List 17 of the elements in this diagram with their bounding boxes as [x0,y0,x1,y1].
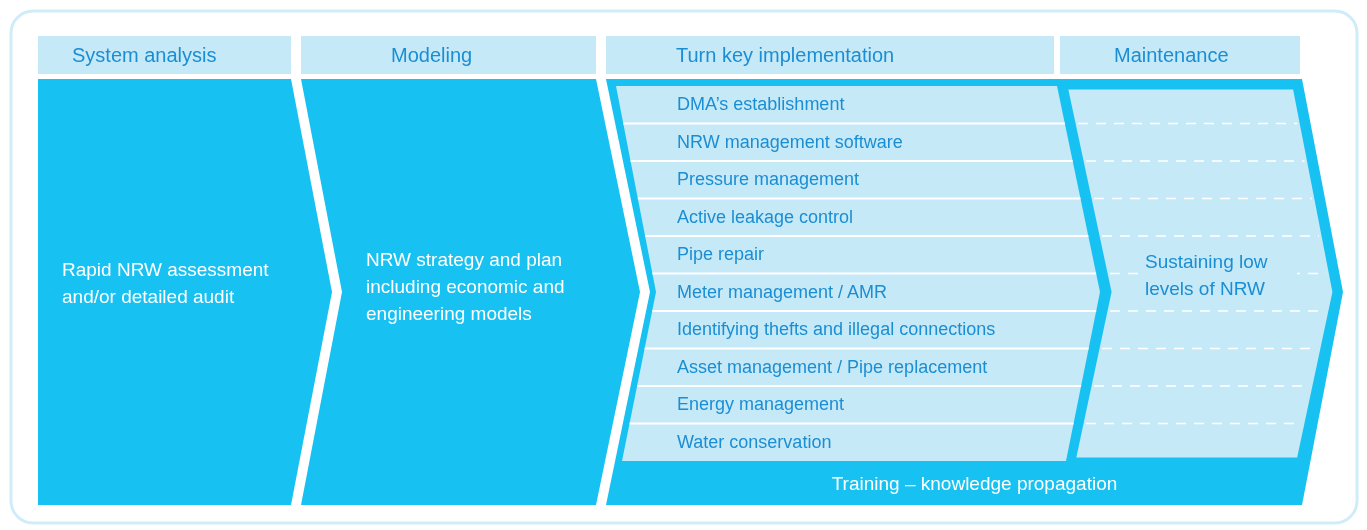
activity-text: Active leakage control [677,205,854,229]
activity-text: Energy management [677,393,845,416]
column-header: Modeling [301,36,596,74]
column-header: Maintenance [1060,36,1300,74]
column-header: System analysis [38,36,291,74]
activity-text: Meter management / AMR [677,280,888,304]
activity-text: Pipe repair [677,243,765,266]
activity-text: DMA’s establishment [677,93,845,116]
step-text: Rapid NRW assessment and/or detailed audit [62,258,270,309]
step-text: NRW strategy and plan including economic and engineering models [366,248,566,326]
activity-text: Asset management / Pipe replacement [677,355,988,379]
activity-text: NRW management software [677,130,903,154]
activity-text: Water conservation [677,430,832,454]
column-header: Turn key implementation [606,36,1054,74]
activity-text: Pressure management [677,168,860,191]
activity-text: Identifying thefts and illegal connections [677,318,996,341]
step-text: Training – knowledge propagation [830,472,1119,496]
